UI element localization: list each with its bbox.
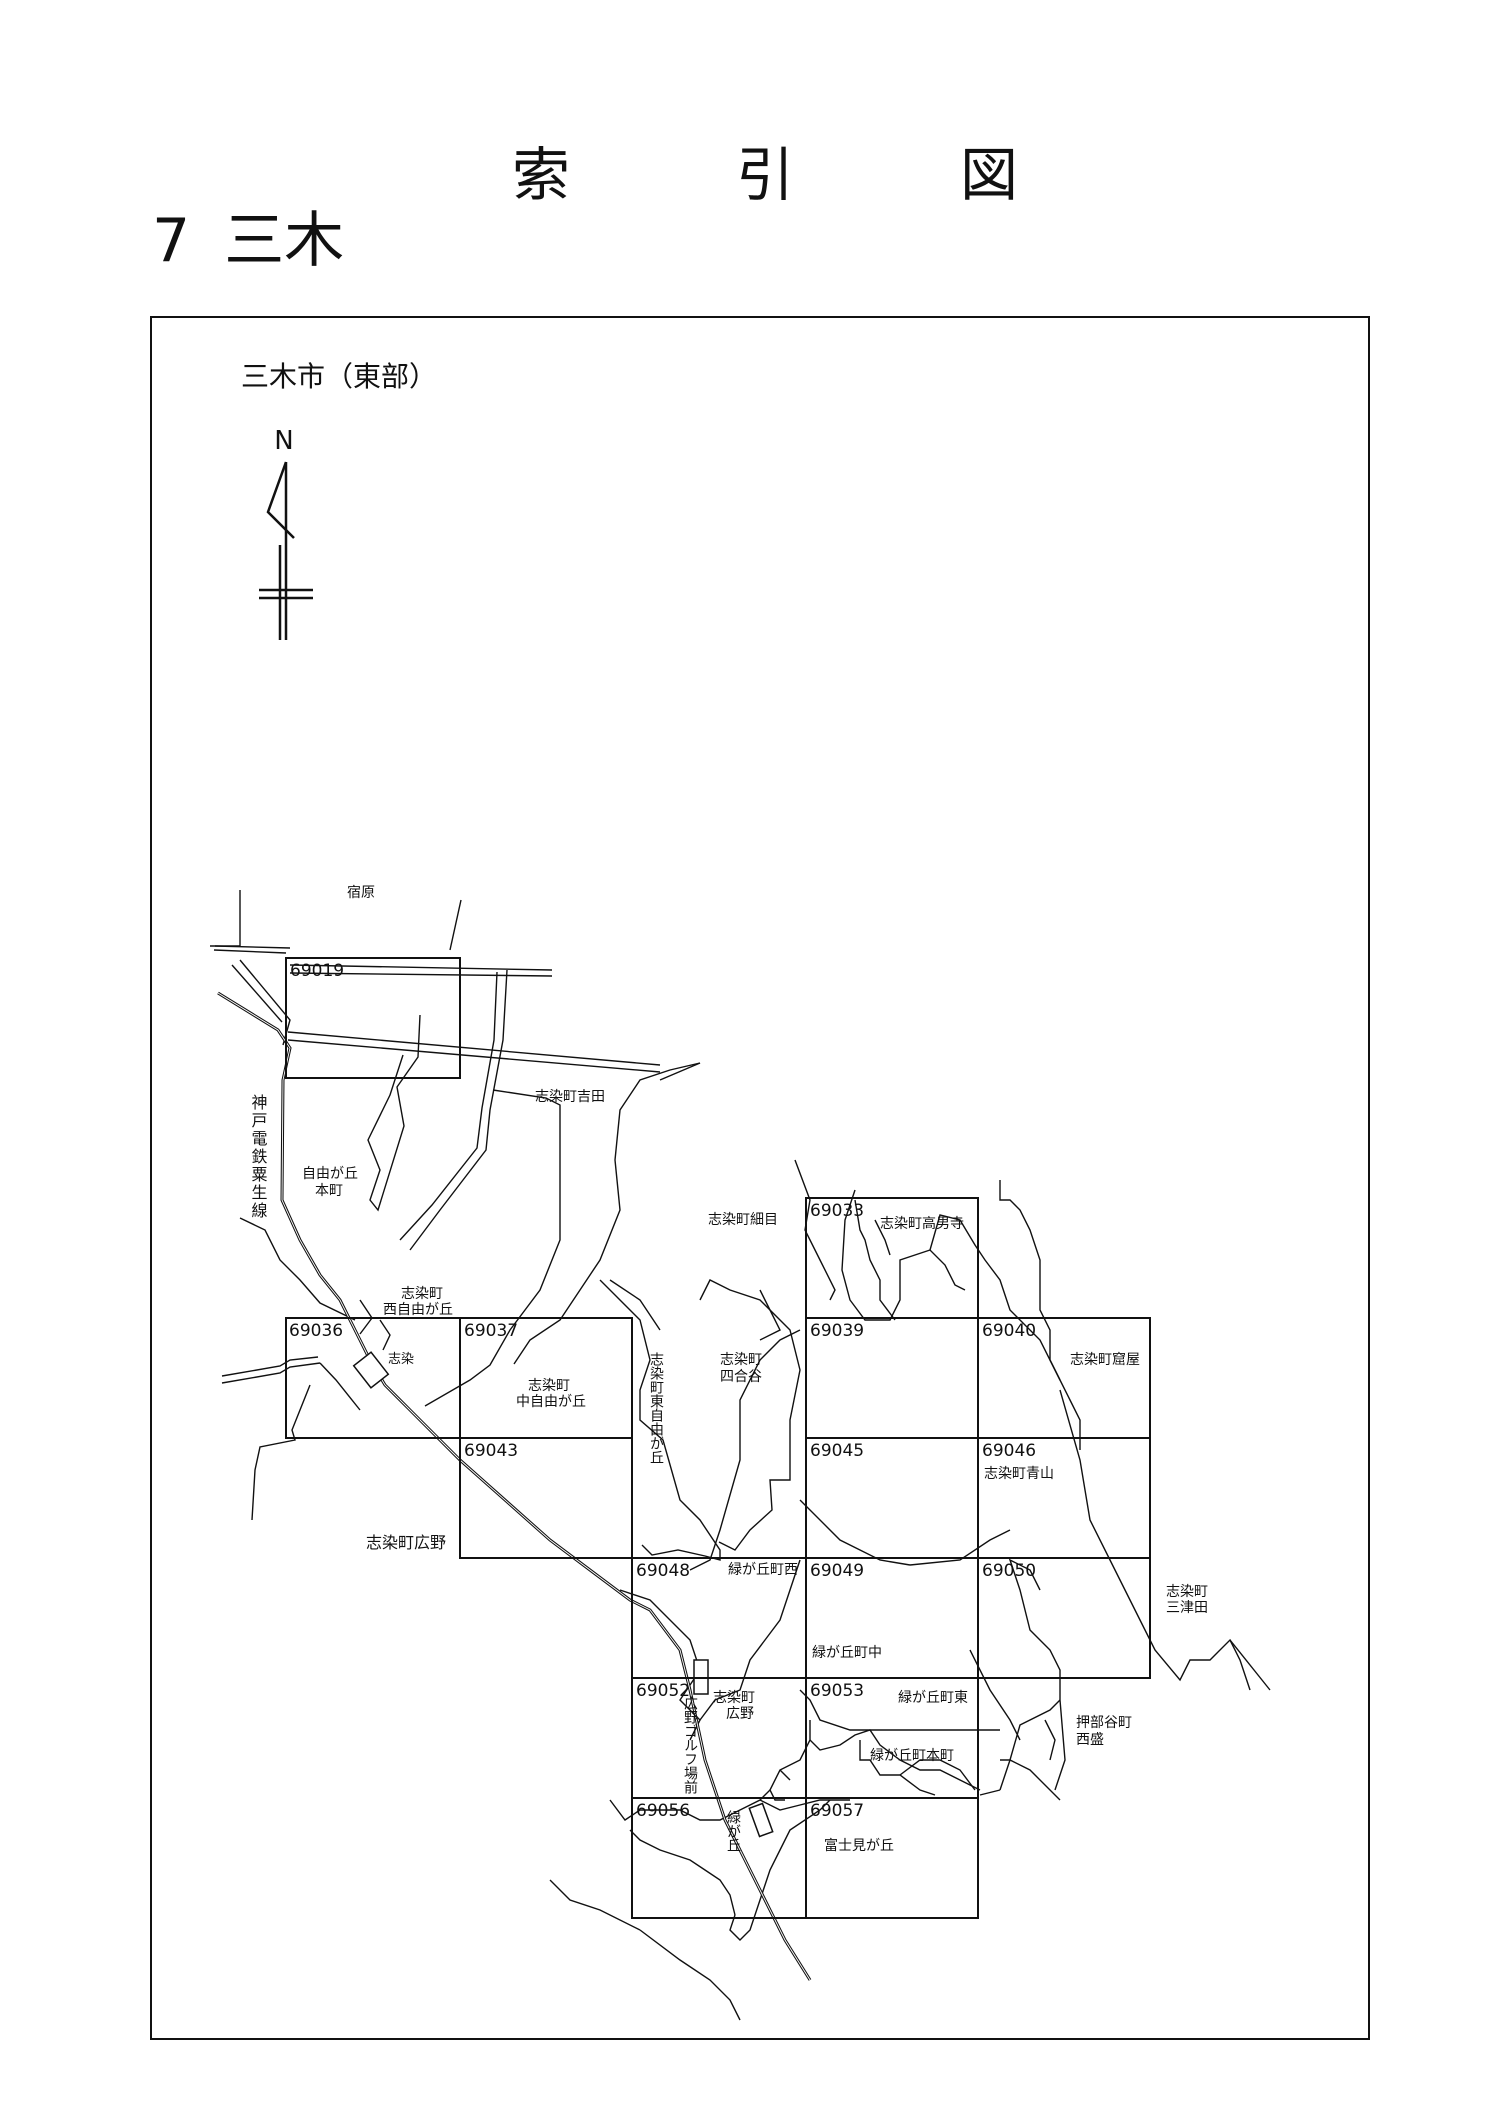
stations	[352, 1351, 774, 1838]
place-label: 緑が丘町西	[728, 1562, 798, 1578]
place-label: 三津田	[1166, 1600, 1208, 1616]
place-label: 広野	[726, 1706, 754, 1722]
place-label: 志染町高男寺	[880, 1215, 964, 1232]
place-label: 志染町	[713, 1690, 755, 1706]
place-label: 志染町	[401, 1286, 443, 1302]
roads	[210, 890, 1271, 2021]
place-label: 緑が丘町東	[898, 1690, 968, 1706]
sheet-label: 69057	[810, 1801, 864, 1821]
place-label: 志染町窟屋	[1070, 1351, 1140, 1368]
place-label: 志染町細目	[708, 1212, 778, 1228]
place-label: 自由が丘	[302, 1166, 358, 1182]
place-label: 中自由が丘	[516, 1394, 586, 1410]
station-label: 志染	[388, 1352, 414, 1367]
sheet-label: 69046	[982, 1441, 1036, 1461]
north-label: N	[274, 426, 293, 456]
place-labels: 宿原 志染町吉田 自由が丘 本町 志染町細目 志染町高男寺 志染町 西自由が丘 …	[302, 884, 1208, 1854]
station-label: 緑が丘	[725, 1810, 741, 1852]
sheet-label: 69039	[810, 1321, 864, 1341]
title-char-3: 図	[960, 141, 1019, 209]
sheet-grid	[285, 957, 1151, 1919]
section-heading: 7 三木	[152, 192, 344, 279]
place-label: 緑が丘町本町	[870, 1748, 954, 1764]
sheet-label: 69052	[636, 1681, 690, 1701]
place-label: 志染町	[720, 1352, 762, 1368]
section-name: 三木	[224, 206, 345, 276]
railway-name: 神戸電鉄粟生線	[249, 1094, 268, 1220]
place-label: 本町	[315, 1183, 343, 1199]
sheet-label: 69053	[810, 1681, 864, 1701]
sheet-label: 69037	[464, 1321, 518, 1341]
place-label: 宿原	[347, 884, 375, 901]
place-label: 西自由が丘	[383, 1302, 453, 1318]
sheet-label: 69040	[982, 1321, 1036, 1341]
north-arrow-icon: N	[259, 426, 313, 640]
sheet-label: 69033	[810, 1201, 864, 1221]
sheet-label: 69048	[636, 1561, 690, 1581]
place-label: 富士見が丘	[824, 1837, 894, 1854]
title-char-2: 引	[736, 141, 795, 209]
place-label: 志染町青山	[984, 1466, 1054, 1482]
sheet-label: 69043	[464, 1441, 518, 1461]
place-label: 志染町吉田	[535, 1089, 605, 1105]
sheet-label: 69050	[982, 1561, 1036, 1581]
area-name: 三木市（東部）	[241, 360, 438, 393]
place-label: 志染町東自由が丘	[648, 1352, 664, 1464]
place-label: 志染町	[528, 1378, 570, 1394]
place-label: 志染町	[1166, 1584, 1208, 1600]
sheet-label: 69049	[810, 1561, 864, 1581]
sheet-label: 69056	[636, 1801, 690, 1821]
station-midorigaoka-icon	[748, 1802, 774, 1838]
page-title: 索 引 図	[0, 128, 1500, 209]
place-label: 志染町広野	[366, 1533, 446, 1552]
place-label: 押部谷町	[1076, 1715, 1132, 1731]
place-label: 四合谷	[720, 1369, 762, 1385]
vertical-labels: 志染町東自由が丘 神戸電鉄粟生線 広野ゴルフ場前 緑が丘	[249, 1094, 742, 1852]
sheet-label: 69019	[290, 961, 344, 981]
railway-line	[217, 991, 812, 1981]
station-label: 広野ゴルフ場前	[682, 1696, 698, 1795]
map-frame	[150, 316, 1370, 2040]
title-char-1: 索	[512, 141, 571, 209]
sheet-label: 69036	[289, 1321, 343, 1341]
station-shijimi-icon	[352, 1351, 390, 1389]
sheet-labels: 69019 69033 69036 69037 69039 69040 6904…	[289, 961, 1036, 1821]
place-label: 緑が丘町中	[812, 1645, 882, 1661]
sheet-label: 69045	[810, 1441, 864, 1461]
place-label: 西盛	[1076, 1732, 1104, 1748]
section-number: 7	[152, 206, 191, 276]
